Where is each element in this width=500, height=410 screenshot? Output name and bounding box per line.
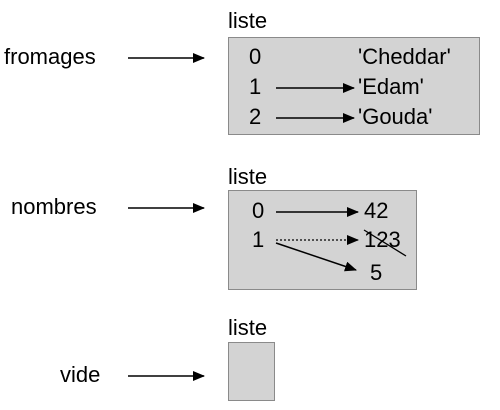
list-frame-nombres (228, 190, 417, 290)
list-value: 'Edam' (358, 74, 424, 99)
list-value: 'Cheddar' (358, 44, 451, 69)
list-value: 5 (370, 260, 383, 285)
list-index: 1 (249, 74, 262, 99)
list-index: 2 (249, 104, 262, 129)
frame-title-vide: liste (228, 315, 268, 340)
variable-nombres: nombres (11, 194, 97, 219)
arrow-index-to-new-value (275, 242, 357, 272)
list-old-value: 123 (364, 227, 401, 252)
variable-vide: vide (60, 362, 101, 387)
list-index: 0 (252, 198, 265, 223)
frame-title-fromages: liste (228, 8, 268, 33)
list-index: 1 (252, 227, 265, 252)
frame-title-nombres: liste (228, 164, 268, 189)
strike-through-old-value (363, 229, 407, 257)
list-value: 42 (364, 198, 389, 223)
list-value: 'Gouda' (358, 104, 433, 129)
list-frame-vide (228, 342, 275, 401)
list-index: 0 (249, 44, 262, 69)
variable-fromages: fromages (4, 44, 96, 69)
